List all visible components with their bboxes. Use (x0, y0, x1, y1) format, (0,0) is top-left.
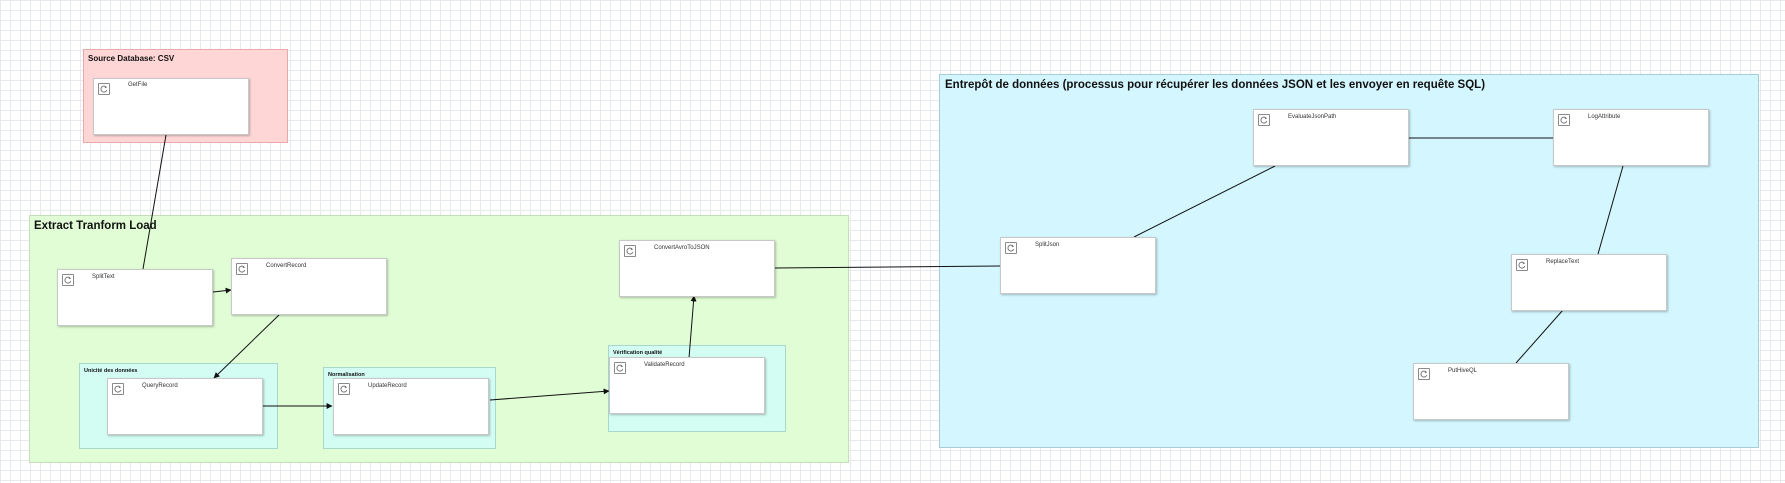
processor-icon (1558, 114, 1570, 126)
processor-convertavrotojson-name: ConvertAvroToJSON (654, 245, 710, 251)
processor-icon (62, 274, 74, 286)
processor-splitjson[interactable]: SplitJson (1000, 237, 1156, 294)
group-normalisation-label: Normalisation (328, 372, 365, 378)
connection-splitjson-evaluatejsonpath[interactable] (1133, 165, 1276, 238)
processor-splitjson-name: SplitJson (1035, 242, 1060, 248)
processor-convertavrotojson[interactable]: ConvertAvroToJSON (619, 240, 775, 297)
processor-splittext-name: SplitText (92, 274, 115, 280)
processor-logattribute[interactable]: LogAttribute (1553, 109, 1709, 166)
group-etl-label: Extract Tranform Load (34, 220, 157, 232)
processor-icon (112, 383, 124, 395)
processor-validaterecord-name: ValidateRecord (644, 362, 685, 368)
processor-queryrecord[interactable]: QueryRecord (107, 378, 263, 435)
processor-getfile[interactable]: GetFile (93, 78, 249, 135)
processor-replacetext[interactable]: ReplaceText (1511, 254, 1667, 311)
processor-queryrecord-name: QueryRecord (142, 383, 178, 389)
processor-getfile-name: GetFile (128, 82, 148, 88)
connection-validaterecord-convertavrotojson[interactable] (688, 295, 697, 359)
connection-convertrecord-queryrecord[interactable] (213, 314, 280, 379)
connection-convertavrotojson-splitjson[interactable] (774, 265, 1001, 269)
processor-icon (338, 383, 350, 395)
connection-updaterecord-validaterecord[interactable] (489, 388, 610, 401)
connection-splittext-convertrecord[interactable] (212, 287, 232, 294)
processor-updaterecord-name: UpdateRecord (368, 383, 407, 389)
group-source-database-label: Source Database: CSV (88, 54, 175, 63)
processor-evaluatejsonpath-name: EvaluateJsonPath (1288, 114, 1337, 120)
processor-puthivesql-name: PutHiveQL (1448, 368, 1478, 374)
processor-validaterecord[interactable]: ValidateRecord (609, 357, 765, 414)
group-unicite-label: Unicité des données (84, 368, 138, 374)
group-entrepot-label: Entrepôt de données (processus pour récu… (945, 79, 1486, 91)
processor-splittext[interactable]: SplitText (57, 269, 213, 326)
processor-icon (624, 245, 636, 257)
processor-icon (1418, 368, 1430, 380)
connection-replacetext-puthivesql[interactable] (1515, 309, 1564, 364)
connection-logattribute-replacetext[interactable] (1597, 165, 1624, 255)
processor-icon (236, 263, 248, 275)
processor-convertrecord[interactable]: ConvertRecord (231, 258, 387, 315)
connection-getfile-splittext[interactable] (142, 134, 167, 270)
processor-convertrecord-name: ConvertRecord (266, 263, 307, 269)
processor-icon (1258, 114, 1270, 126)
processor-logattribute-name: LogAttribute (1588, 114, 1621, 120)
processor-evaluatejsonpath[interactable]: EvaluateJsonPath (1253, 109, 1409, 166)
processor-replacetext-name: ReplaceText (1546, 259, 1580, 265)
processor-updaterecord[interactable]: UpdateRecord (333, 378, 489, 435)
processor-icon (1005, 242, 1017, 254)
processor-puthivesql[interactable]: PutHiveQL (1413, 363, 1569, 420)
processor-icon (614, 362, 626, 374)
processor-icon (98, 83, 110, 95)
group-verification-label: Vérification qualité (613, 350, 663, 356)
processor-icon (1516, 259, 1528, 271)
